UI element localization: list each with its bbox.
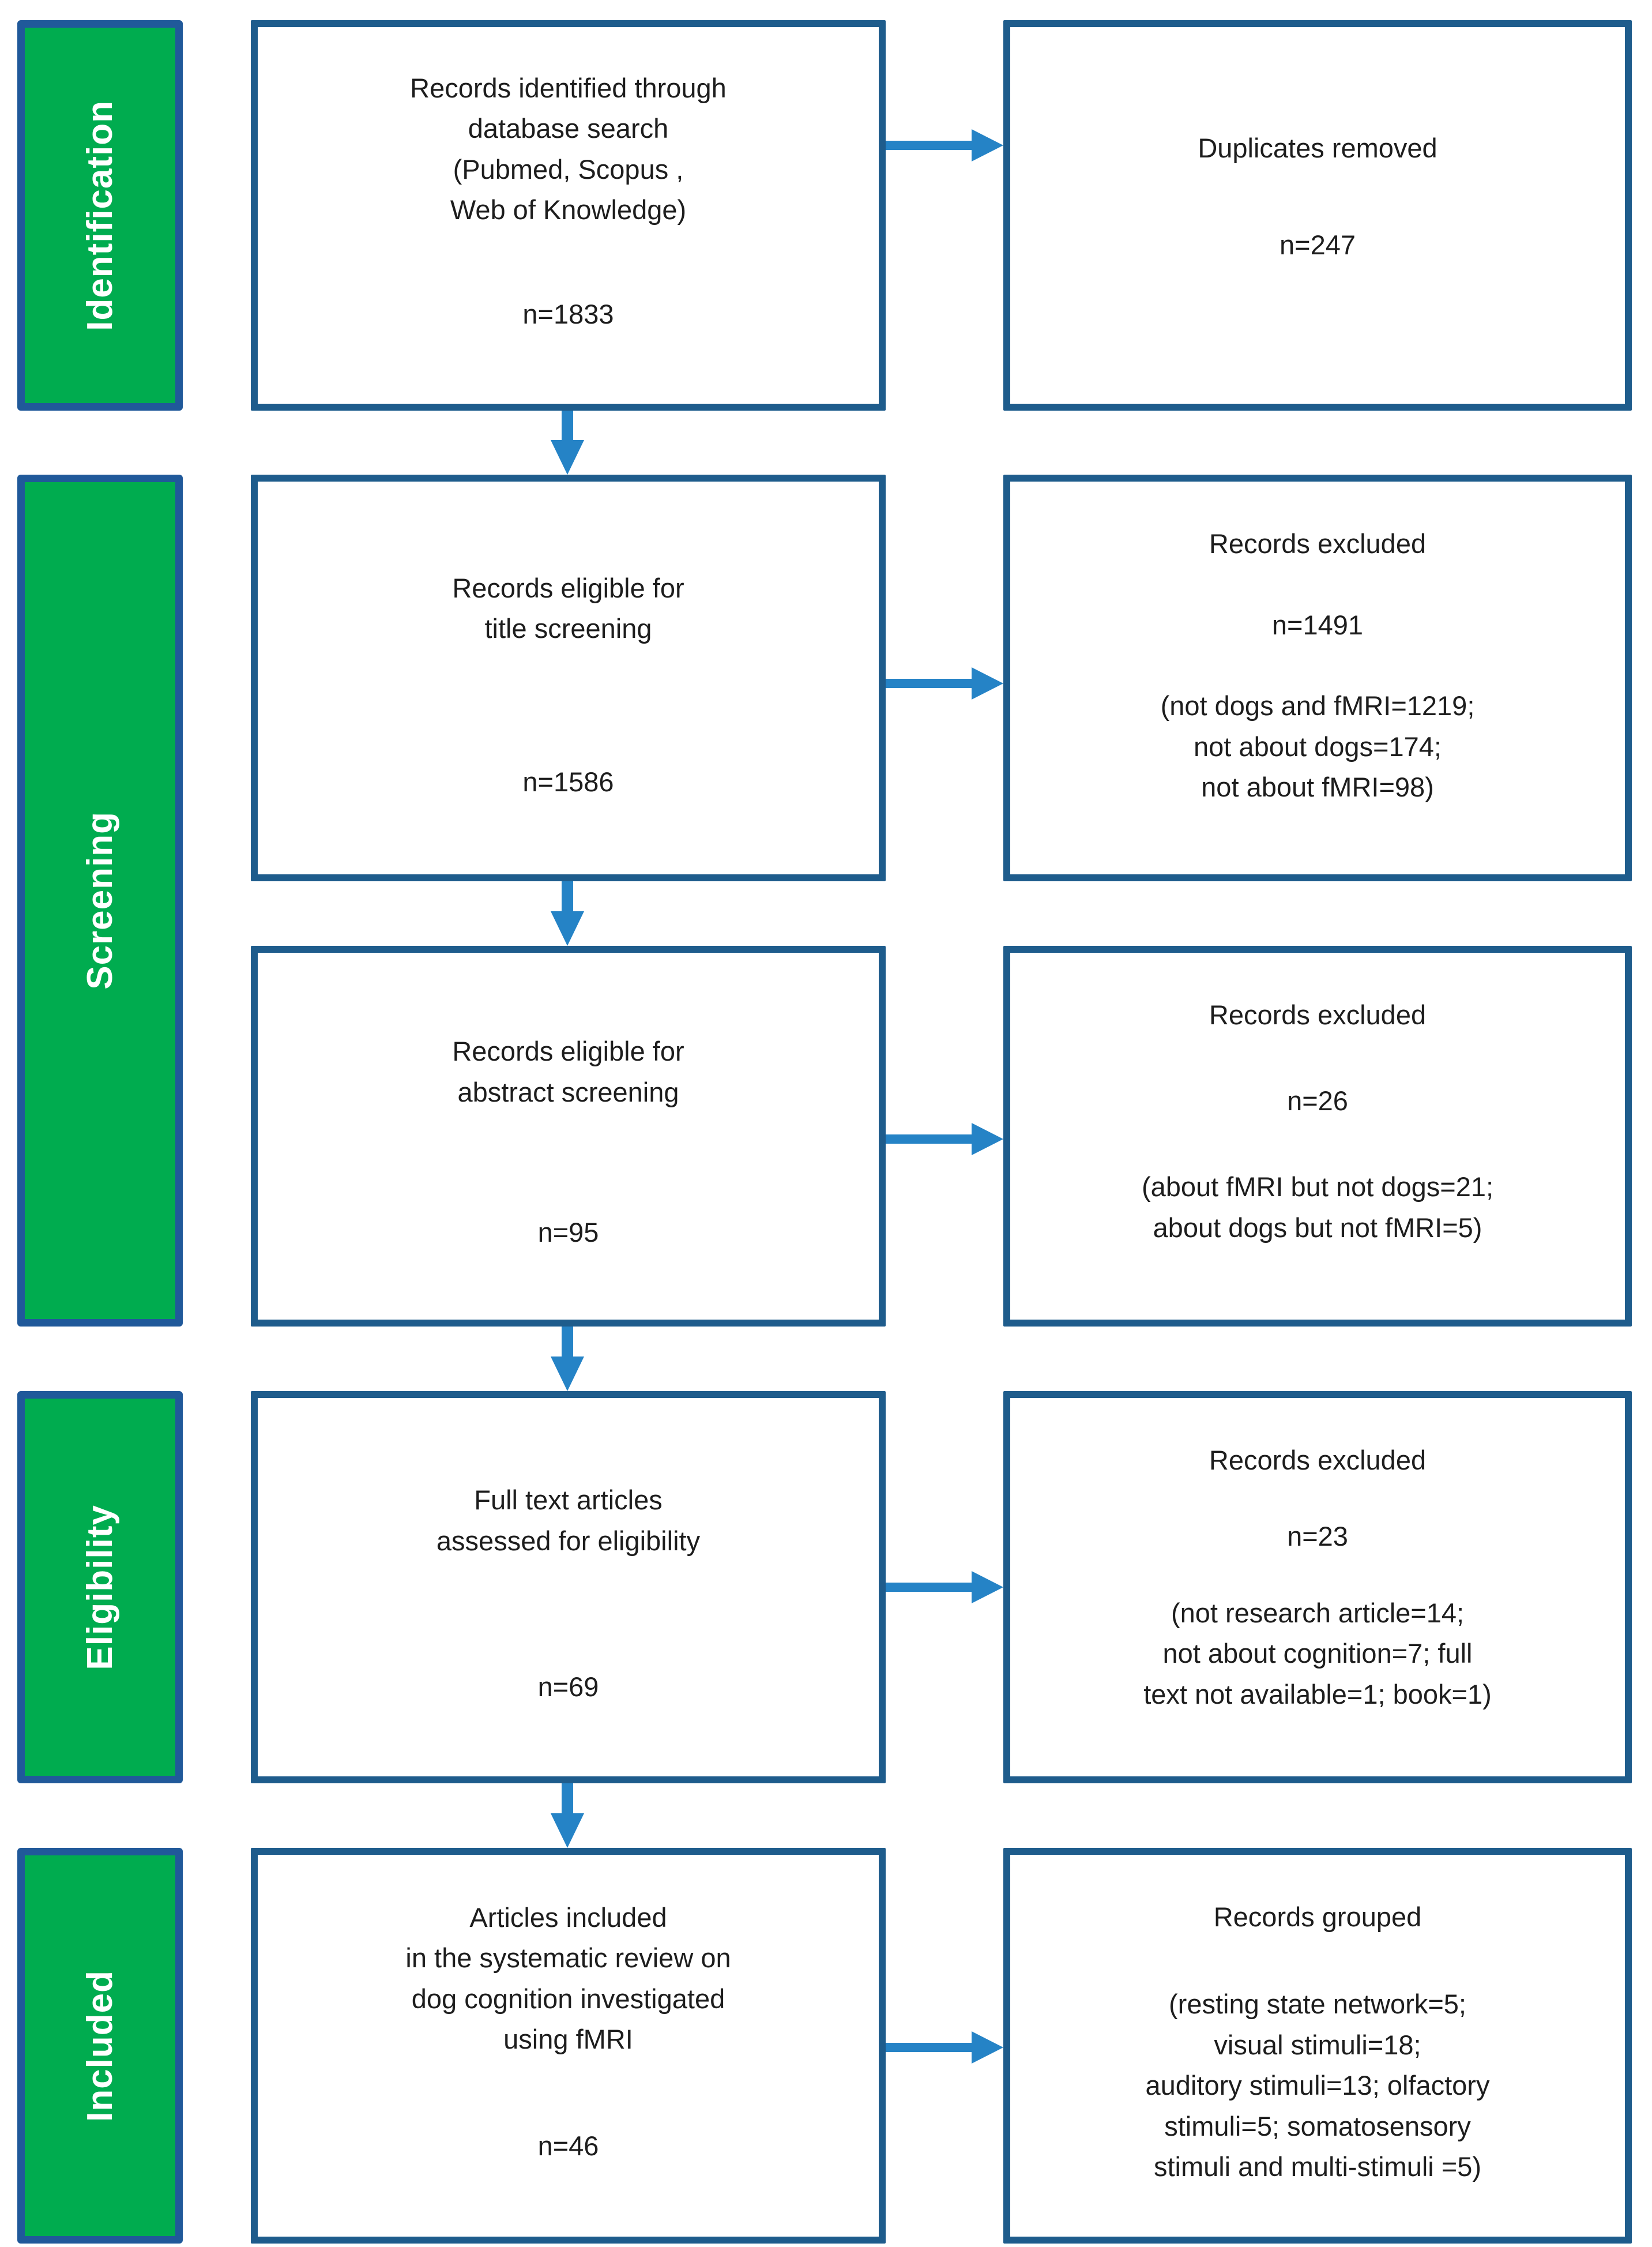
- arrow-right-to-records-grouped: [886, 2031, 1003, 2064]
- side-box-count: n=1491: [1271, 609, 1364, 640]
- stage-eligibility-label: Eligibility: [80, 1504, 120, 1670]
- process-box-count: n=95: [537, 1216, 599, 1248]
- side-box-records-grouped: Records grouped (resting state network=5…: [1003, 1848, 1632, 2244]
- arrow-shaft: [562, 1327, 573, 1361]
- side-box-excluded-fulltext: Records excluded n=23 (not research arti…: [1003, 1391, 1632, 1783]
- arrow-down-abstract-to-fulltext: [551, 1327, 584, 1391]
- arrow-shaft: [562, 1783, 573, 1818]
- stage-screening-label: Screening: [80, 811, 120, 990]
- process-box-text: Full text articles assessed for eligibil…: [436, 1485, 701, 1556]
- process-box-articles-included: Articles included in the systematic revi…: [251, 1848, 886, 2244]
- process-box-count: n=1833: [522, 299, 614, 330]
- side-box-detail: (not dogs and fMRI=1219; not about dogs=…: [1160, 690, 1475, 803]
- process-box-count: n=46: [537, 2130, 599, 2162]
- arrow-head-right-icon: [972, 129, 1003, 161]
- arrow-head-right-icon: [972, 2031, 1003, 2064]
- process-box-fulltext-assessed: Full text articles assessed for eligibil…: [251, 1391, 886, 1783]
- arrow-head-down-icon: [551, 911, 584, 946]
- side-box-count: n=247: [1279, 229, 1356, 260]
- process-box-text: Records eligible for title screening: [452, 572, 684, 644]
- arrow-head-down-icon: [551, 1813, 584, 1848]
- process-box-title-screening: Records eligible for title screening n=1…: [251, 475, 886, 881]
- side-box-detail: (about fMRI but not dogs=21; about dogs …: [1141, 1171, 1494, 1243]
- process-box-text: Records identified through database sear…: [410, 72, 727, 226]
- side-box-title: Records excluded: [1209, 999, 1427, 1030]
- arrow-right-to-excluded-abstract: [886, 1123, 1003, 1155]
- arrow-shaft: [886, 679, 974, 688]
- side-box-count: n=23: [1287, 1521, 1348, 1552]
- side-box-detail: (not research article=14; not about cogn…: [1143, 1597, 1492, 1709]
- arrow-right-to-duplicates-removed: [886, 129, 1003, 161]
- arrow-down-title-to-abstract-screening: [551, 881, 584, 946]
- stage-included: Included: [17, 1848, 183, 2244]
- arrow-down-fulltext-to-included: [551, 1783, 584, 1848]
- process-box-count: n=69: [537, 1671, 599, 1702]
- arrow-head-down-icon: [551, 440, 584, 475]
- stage-identification-label: Identification: [80, 100, 120, 331]
- process-box-records-identified: Records identified through database sear…: [251, 20, 886, 411]
- side-box-excluded-title-screening: Records excluded n=1491 (not dogs and fM…: [1003, 475, 1632, 881]
- process-box-count: n=1586: [522, 766, 614, 797]
- arrow-shaft: [886, 2043, 974, 2052]
- arrow-right-to-excluded-title: [886, 667, 1003, 700]
- side-box-duplicates-removed: Duplicates removed n=247: [1003, 20, 1632, 411]
- side-box-title: Records grouped: [1213, 1902, 1422, 1932]
- stage-identification: Identification: [17, 20, 183, 411]
- arrow-shaft: [886, 141, 974, 150]
- arrow-shaft: [562, 411, 573, 445]
- process-box-text: Records eligible for abstract screening: [452, 1036, 684, 1107]
- side-box-count: n=26: [1287, 1085, 1348, 1117]
- stage-screening: Screening: [17, 475, 183, 1327]
- side-box-title: Records excluded: [1209, 528, 1427, 559]
- process-box-text: Articles included in the systematic revi…: [405, 1902, 731, 2055]
- side-box-title: Records excluded: [1209, 1445, 1427, 1475]
- arrow-shaft: [886, 1583, 974, 1592]
- side-box-excluded-abstract-screening: Records excluded n=26 (about fMRI but no…: [1003, 946, 1632, 1327]
- process-box-abstract-screening: Records eligible for abstract screening …: [251, 946, 886, 1327]
- arrow-head-right-icon: [972, 1571, 1003, 1603]
- arrow-shaft: [886, 1134, 974, 1144]
- arrow-head-right-icon: [972, 1123, 1003, 1155]
- arrow-head-right-icon: [972, 667, 1003, 700]
- stage-included-label: Included: [80, 1970, 120, 2122]
- arrow-down-identification-to-title-screening: [551, 411, 584, 475]
- arrow-right-to-excluded-fulltext: [886, 1571, 1003, 1603]
- side-box-title: Duplicates removed: [1198, 133, 1437, 163]
- arrow-shaft: [562, 881, 573, 916]
- arrow-head-down-icon: [551, 1357, 584, 1391]
- stage-eligibility: Eligibility: [17, 1391, 183, 1783]
- side-box-detail: (resting state network=5; visual stimuli…: [1145, 1989, 1490, 2182]
